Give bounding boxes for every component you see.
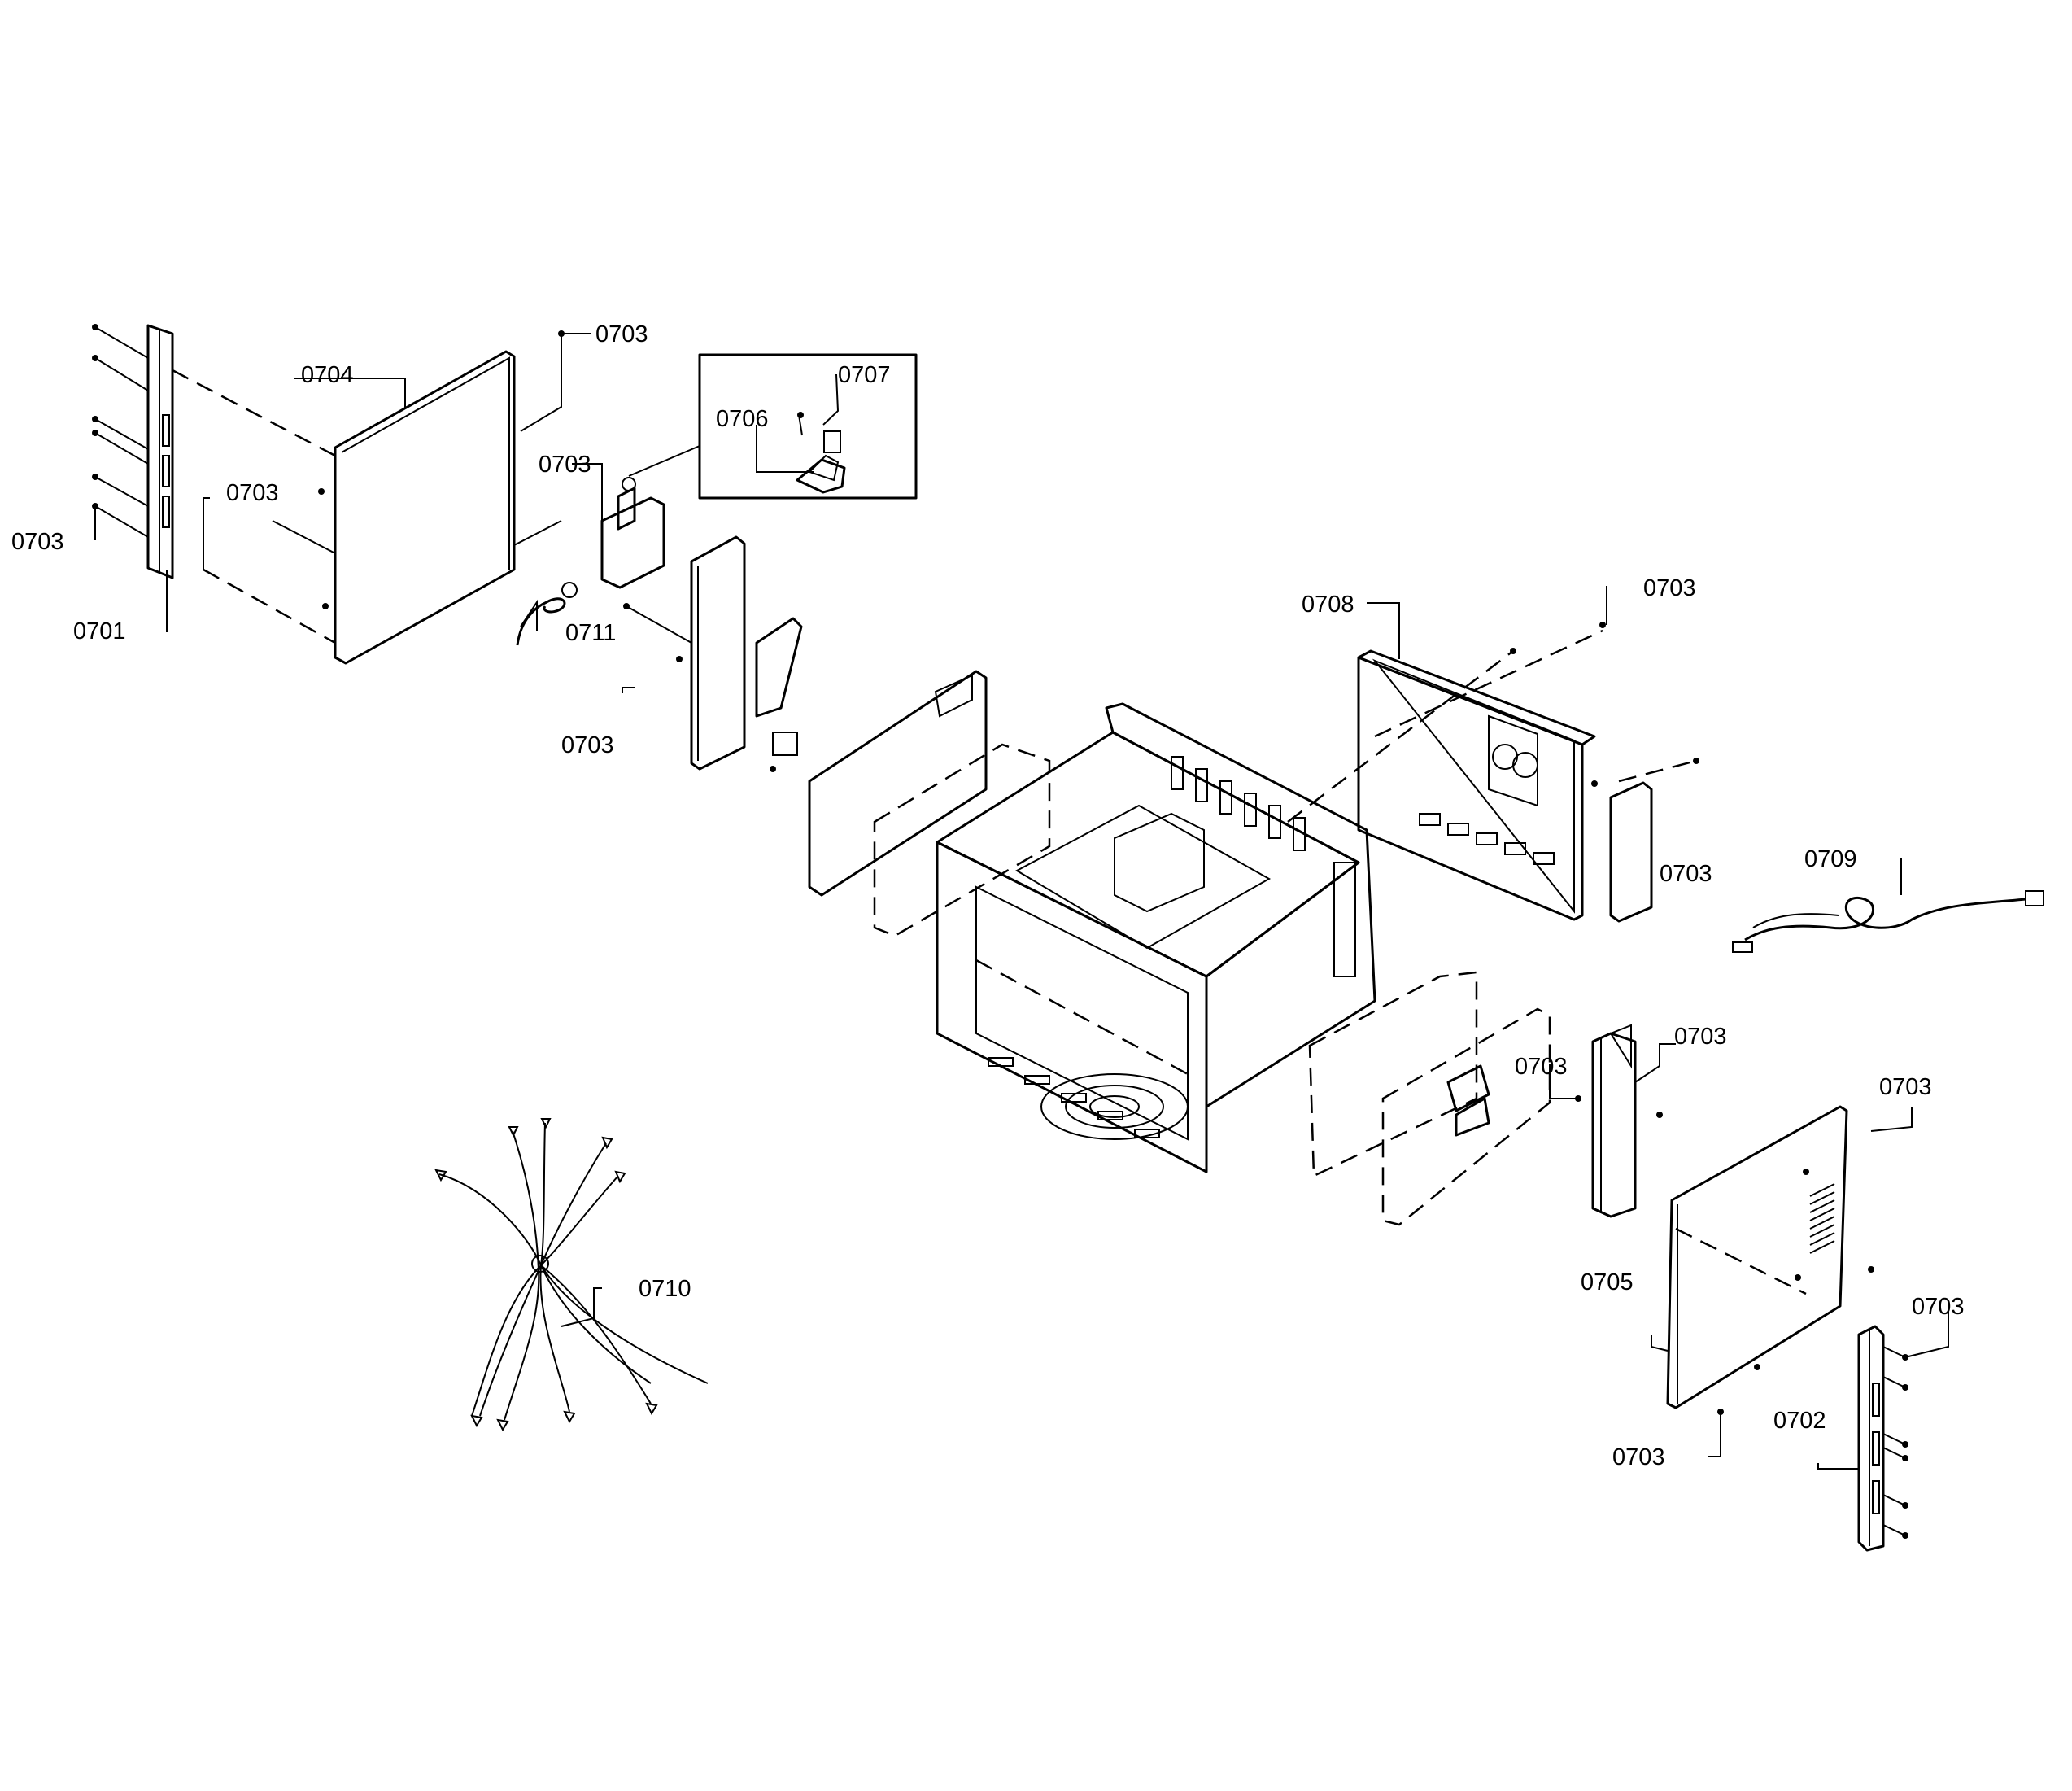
callout-0711: 0711	[565, 620, 616, 646]
callout-0706: 0706	[716, 406, 769, 432]
part-main-chassis	[936, 702, 1376, 1173]
left-panel-assembly-lines	[172, 369, 562, 644]
part-0708-back-wrapper	[1287, 622, 1699, 923]
callout-0707: 0707	[838, 362, 891, 388]
part-upper-bracket	[600, 445, 700, 589]
part-0704-left-side-panel	[318, 330, 565, 665]
callout-0702: 0702	[1773, 1408, 1826, 1434]
callout-0703-left-trim: 0703	[11, 529, 64, 555]
part-0701-left-trim-strip	[92, 324, 174, 579]
inset-detail-box	[698, 353, 918, 500]
callout-leader-lines	[94, 333, 1949, 1470]
callout-0703-bracket-bottom: 0703	[561, 732, 614, 758]
callout-0709: 0709	[1804, 846, 1857, 872]
part-0709-power-cord	[1732, 890, 2044, 953]
callout-0703-right-panel-top: 0703	[1879, 1074, 1932, 1100]
callout-0703-bracket-right-left: 0703	[1515, 1054, 1568, 1080]
callout-0703-bracket-top: 0703	[539, 452, 591, 478]
part-right-control-boards	[1308, 971, 1551, 1226]
callout-0703-wrapper-top: 0703	[1643, 575, 1696, 601]
callout-0701: 0701	[73, 618, 126, 644]
callout-0710: 0710	[639, 1276, 691, 1302]
callout-0708: 0708	[1302, 592, 1354, 618]
callout-0703-right-panel-bottom: 0703	[1612, 1444, 1665, 1470]
part-0711-wire	[516, 582, 578, 646]
part-control-board	[808, 670, 1051, 937]
callout-0703-panel-left: 0703	[226, 480, 279, 506]
callout-0703-wrapper-side: 0703	[1660, 861, 1712, 887]
part-0705-right-side-panel	[1666, 1105, 1874, 1415]
callout-0703-top-panel: 0703	[595, 321, 648, 347]
callout-0705: 0705	[1581, 1269, 1634, 1295]
part-vertical-bracket	[623, 535, 803, 772]
part-0710-wire-bundle	[434, 1118, 709, 1432]
callout-0703-bracket-right-top: 0703	[1674, 1024, 1727, 1050]
callout-0704: 0704	[301, 362, 354, 388]
callout-labels: 0703 0704 0703 0701 0703 0707 0706 0703 …	[11, 321, 1965, 1470]
part-0702-right-trim-strip	[1857, 1325, 1908, 1552]
callout-0703-right-trim: 0703	[1912, 1294, 1965, 1320]
part-right-bracket	[1575, 1024, 1663, 1218]
